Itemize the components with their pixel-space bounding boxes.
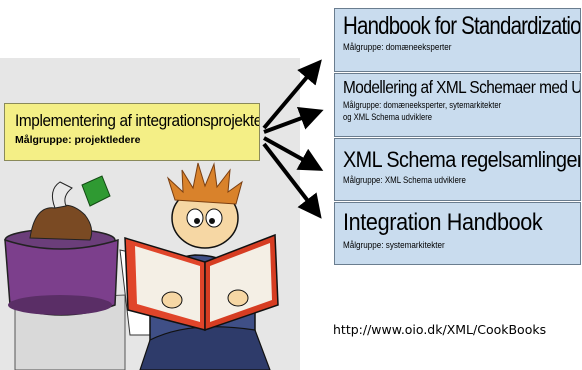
target-title: XML Schema regelsamlingen [343, 147, 581, 172]
target-title: Modellering af XML Schemaer med UML [343, 77, 581, 97]
target-box-integration-handbook: Integration Handbook Målgruppe: systemar… [334, 202, 581, 265]
source-audience: Målgruppe: projektledere [15, 134, 141, 146]
target-box-standardization: Handbook for Standardization Målgruppe: … [334, 8, 581, 72]
target-audience: Målgruppe: XML Schema udviklere [343, 175, 466, 185]
cookbooks-url: http://www.oio.dk/XML/CookBooks [333, 322, 547, 337]
target-title: Handbook for Standardization [343, 12, 581, 40]
target-audience-cont: og XML Schema udviklere [343, 112, 433, 122]
target-box-uml-modelling: Modellering af XML Schemaer med UML Målg… [334, 73, 581, 137]
target-audience: Målgruppe: domæneeksperter, sytemarkitek… [343, 100, 502, 110]
target-box-schema-rules: XML Schema regelsamlingen Målgruppe: XML… [334, 138, 581, 201]
target-audience: Målgruppe: systemarkitekter [343, 240, 445, 250]
target-title: Integration Handbook [343, 209, 543, 236]
cartoon-reader-with-cooking-pot-icon [4, 162, 279, 370]
target-audience: Målgruppe: domæneeksperter [343, 42, 452, 52]
source-box: Implementering af integrationsprojekter … [4, 103, 260, 161]
source-title: Implementering af integrationsprojekter [15, 112, 260, 130]
